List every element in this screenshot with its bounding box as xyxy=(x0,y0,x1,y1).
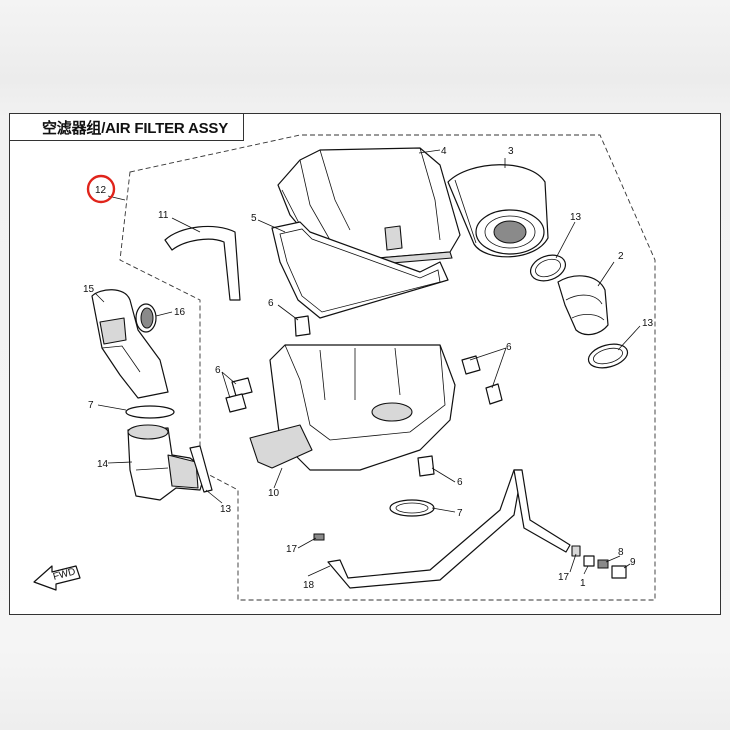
callout-6-top: 6 xyxy=(268,298,274,309)
callout-10: 10 xyxy=(268,488,280,499)
hose-clamp-right xyxy=(587,343,629,369)
clamp-lower xyxy=(389,499,435,517)
callout-2: 2 xyxy=(618,251,624,262)
callout-6-right: 6 xyxy=(506,342,512,353)
callout-7-left: 7 xyxy=(88,400,94,411)
callout-13-top: 13 xyxy=(570,212,582,223)
airbox-base xyxy=(249,344,456,471)
plug-9 xyxy=(611,565,627,579)
fitting-1 xyxy=(583,555,595,567)
callout-3: 3 xyxy=(508,146,514,157)
clamp-17-right xyxy=(571,545,581,557)
clamp-17-left xyxy=(313,533,325,541)
clamp-lower-left xyxy=(189,445,213,493)
clip-left-a xyxy=(231,377,253,397)
drain-hose xyxy=(327,469,523,589)
callout-7-lower: 7 xyxy=(457,508,463,519)
drain-hose-right xyxy=(513,469,571,553)
clip-top xyxy=(294,315,311,337)
callout-13-right: 13 xyxy=(642,318,654,329)
callout-11: 11 xyxy=(158,210,169,221)
forward-arrow: FWD xyxy=(33,565,81,591)
callout-17-left: 17 xyxy=(286,544,298,555)
callout-8: 8 xyxy=(618,547,624,558)
callout-13-lower: 13 xyxy=(220,504,232,515)
fitting-8 xyxy=(597,559,609,569)
callout-1: 1 xyxy=(580,578,586,589)
callout-4: 4 xyxy=(441,146,447,157)
callout-18: 18 xyxy=(303,580,315,591)
leader-lines xyxy=(94,149,641,577)
highlight-circle xyxy=(86,174,116,204)
clamp-left xyxy=(125,405,175,419)
hose-clamp-upper xyxy=(529,254,567,282)
diagram-title: 空滤器组/AIR FILTER ASSY xyxy=(9,113,244,141)
clip-right-b xyxy=(485,383,503,405)
inlet-tube xyxy=(91,289,169,399)
callout-6-lower: 6 xyxy=(457,477,463,488)
callout-9: 9 xyxy=(630,557,636,568)
clip-left-b xyxy=(225,393,247,413)
intake-duct xyxy=(557,275,609,336)
callout-14: 14 xyxy=(97,459,109,470)
callout-6-left: 6 xyxy=(215,365,221,376)
filter-element xyxy=(447,164,549,258)
callout-12: 12 xyxy=(95,185,107,196)
clip-right-a xyxy=(461,355,481,375)
assembly-boundary xyxy=(119,134,656,601)
clip-lower xyxy=(417,455,435,477)
callout-17-right: 17 xyxy=(558,572,570,583)
lid-gasket xyxy=(271,221,449,319)
throttle-adapter xyxy=(127,424,207,501)
mesh-disc xyxy=(135,303,157,333)
breather-hose xyxy=(164,225,241,301)
callout-16: 16 xyxy=(174,307,186,318)
callout-5: 5 xyxy=(251,213,257,224)
callout-15: 15 xyxy=(83,284,95,295)
callout-labels: 4 3 5 13 2 13 11 6 15 16 7 14 13 10 6 6 … xyxy=(83,146,654,591)
airbox-lid xyxy=(277,147,461,269)
